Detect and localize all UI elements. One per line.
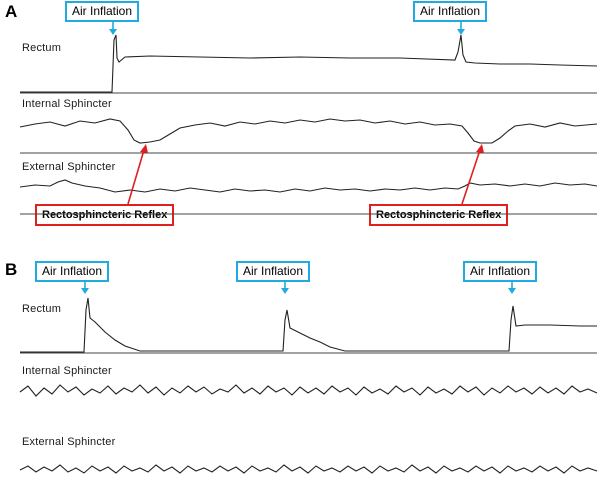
panel-a-air-inflation-callout-1: Air Inflation [65, 1, 140, 22]
panel-b-letter: B [5, 260, 18, 279]
panel-a-reflex-label-2: Rectosphincteric Reflex [369, 204, 509, 226]
panel-a-internal-sphincter-label: Internal Sphincter [22, 98, 112, 110]
panel-a-reflex-arrow-2 [461, 144, 484, 205]
panel-b-rectum-trace [20, 297, 597, 353]
panel-a-reflex-label-1: Rectosphincteric Reflex [35, 204, 175, 226]
panel-b-air-inflation-arrow-2 [281, 281, 289, 294]
panel-a-external-trace [19, 179, 598, 193]
panel-b-air-inflation-callout-3: Air Inflation [463, 261, 538, 282]
panel-b-air-inflation-arrow-1 [81, 281, 89, 294]
panel-a-air-inflation-callout-2: Air Inflation [413, 1, 488, 22]
panel-b-air-inflation-arrow-3 [508, 281, 516, 294]
panel-a-external-sphincter-label: External Sphincter [22, 161, 116, 173]
panel-a-rectum-trace [20, 34, 598, 93]
panel-b-external-sphincter-label: External Sphincter [22, 436, 116, 448]
panel-a-letter: A [5, 2, 18, 21]
panel-a-reflex-arrow-1 [127, 144, 148, 205]
panel-a-air-inflation-arrow-2 [457, 21, 465, 35]
panel-b-air-inflation-callout-2: Air Inflation [236, 261, 311, 282]
panel-a-air-inflation-arrow-1 [109, 21, 117, 35]
panel-b-external-trace [19, 464, 598, 474]
panel-a-rectum-label: Rectum [22, 42, 62, 54]
panel-a-internal-trace [19, 118, 598, 144]
panel-b-air-inflation-callout-1: Air Inflation [35, 261, 110, 282]
panel-b-internal-sphincter-label: Internal Sphincter [22, 365, 112, 377]
panel-b-internal-trace [19, 384, 598, 397]
panel-b-rectum-label: Rectum [22, 303, 62, 315]
